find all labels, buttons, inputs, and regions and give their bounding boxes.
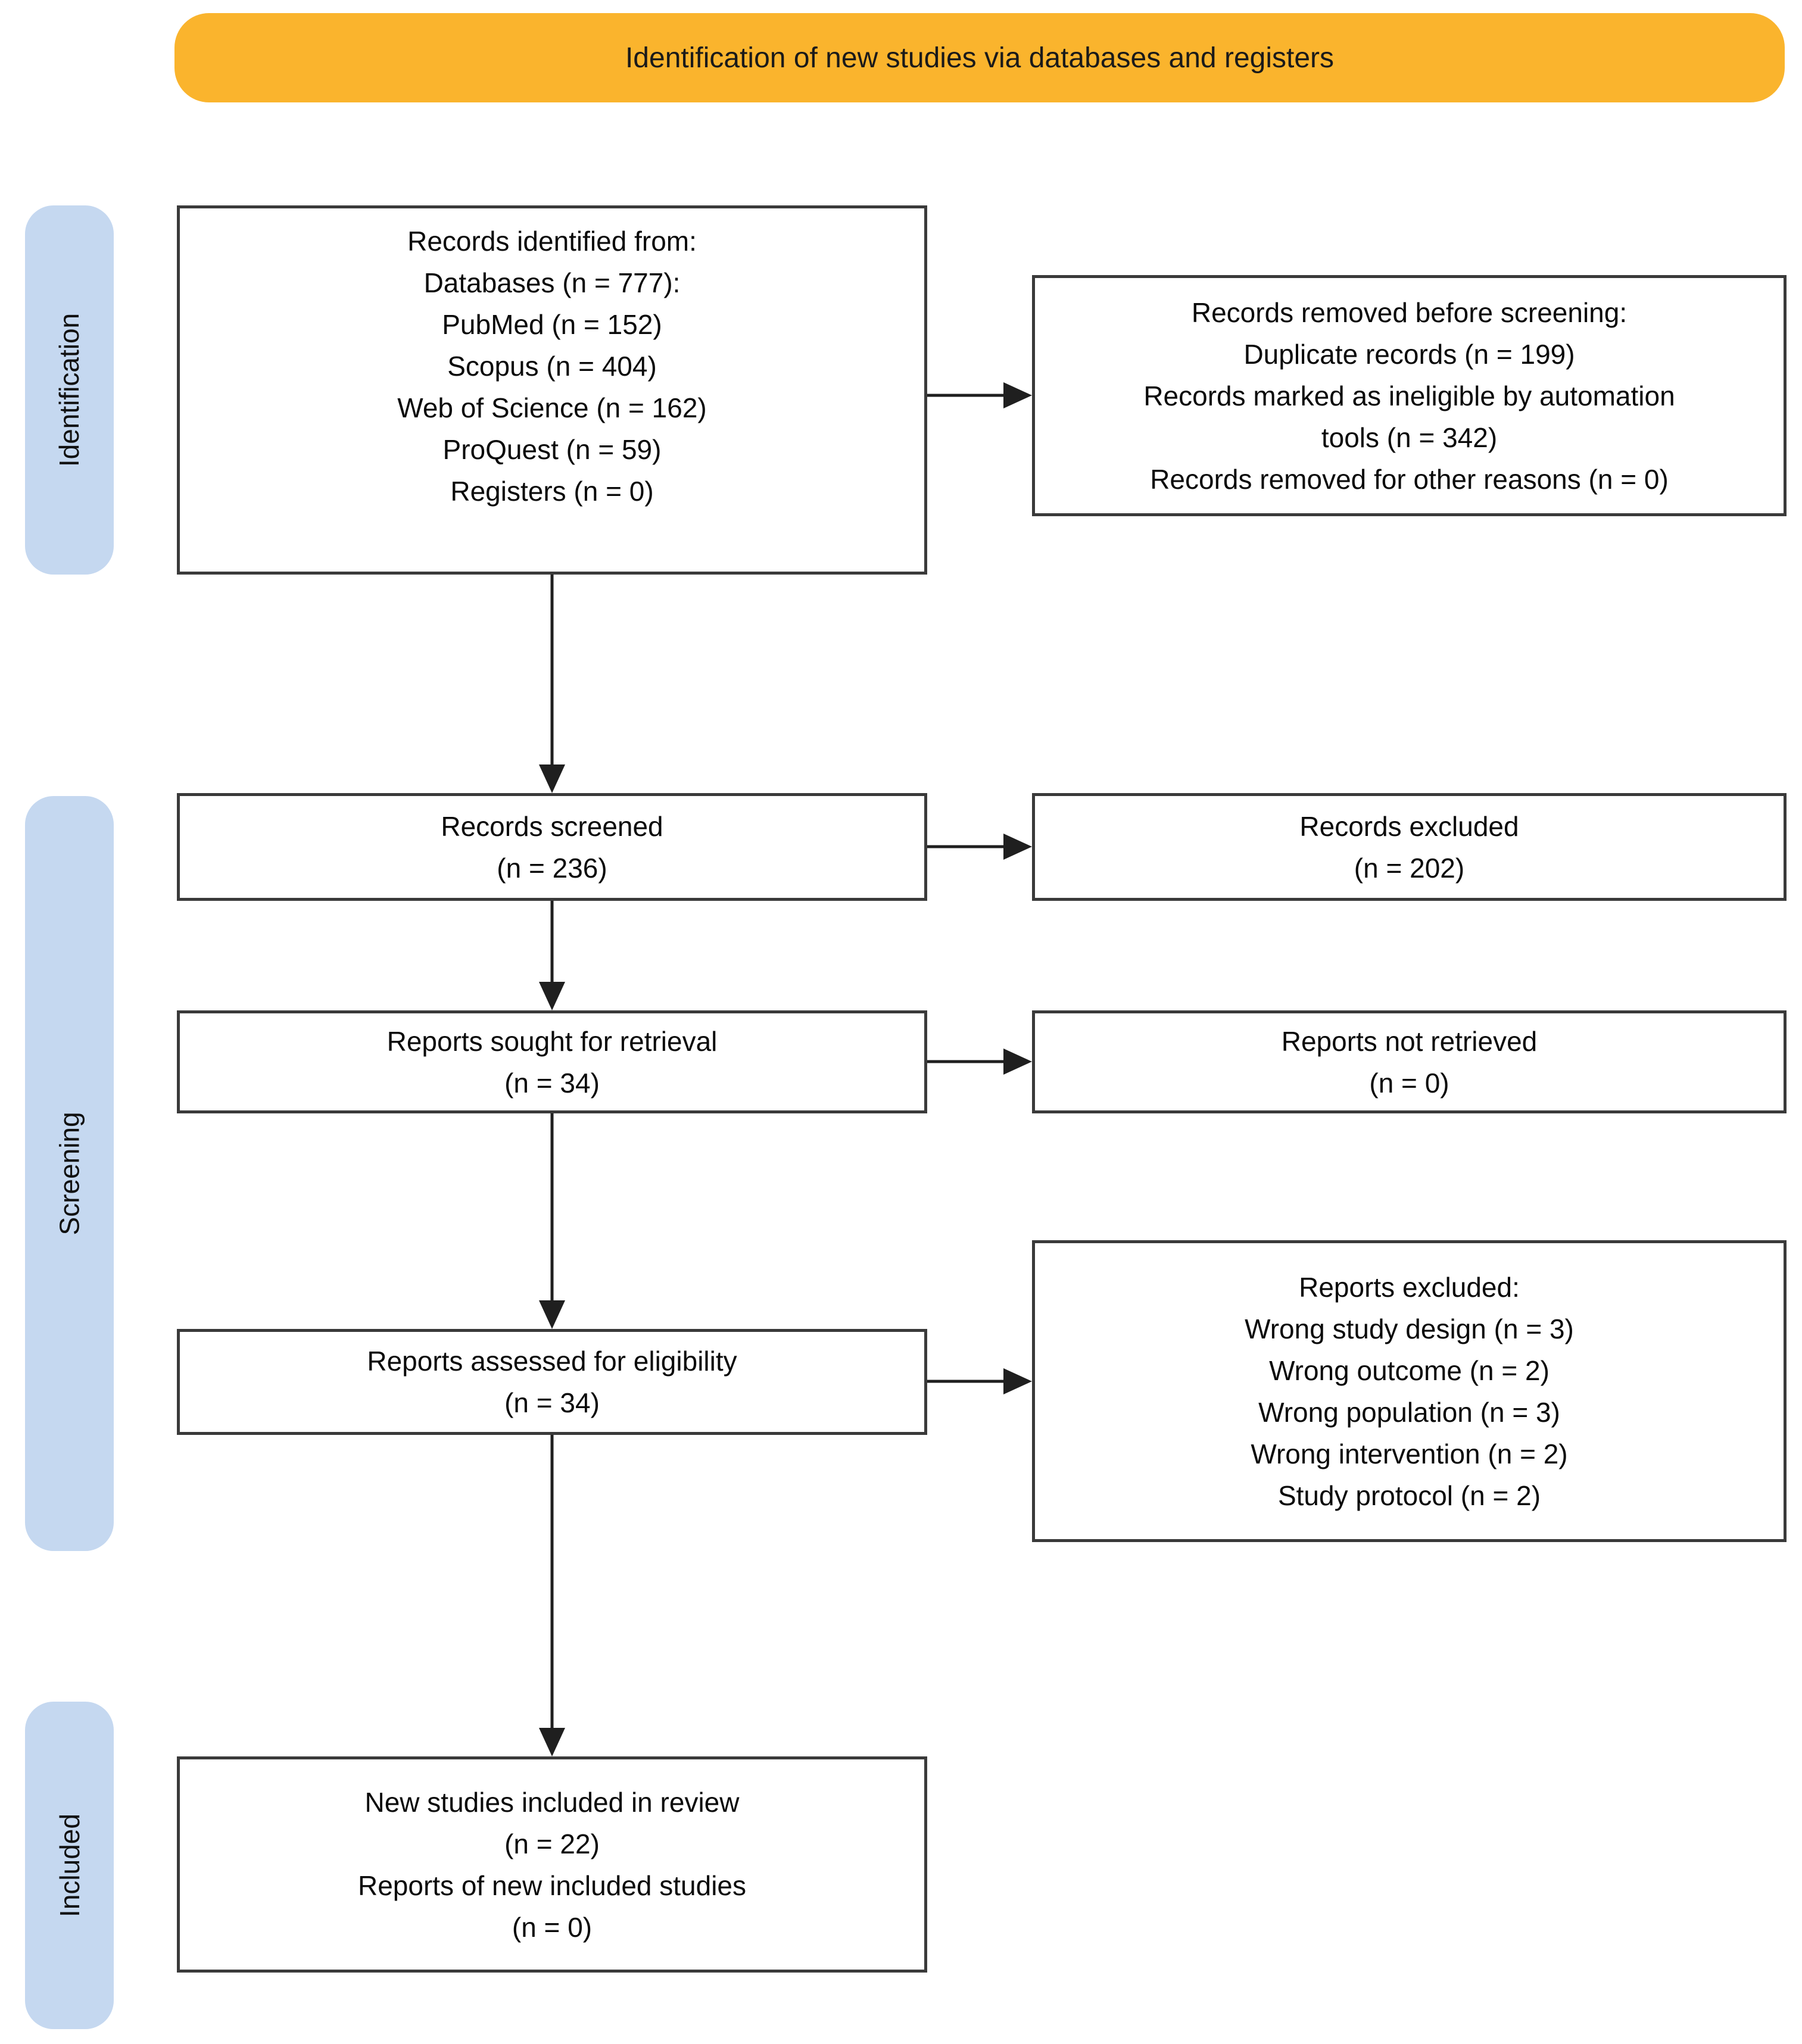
arrow-assessed-to-reports-excluded (927, 1368, 1032, 1394)
box-records-excluded: Records excluded (n = 202) (1032, 793, 1787, 901)
box-records-screened: Records screened (n = 236) (177, 793, 927, 901)
box-new-studies-included: New studies included in review (n = 22) … (177, 1756, 927, 1973)
box-records-screened-text: Records screened (n = 236) (441, 810, 663, 884)
title-banner-label: Identification of new studies via databa… (625, 42, 1335, 74)
title-banner: Identification of new studies via databa… (174, 13, 1785, 102)
stage-label-included: Included (54, 1814, 85, 1917)
stage-pill-screening: Screening (25, 796, 114, 1551)
box-records-identified-text: Records identified from: Databases (n = … (397, 226, 707, 507)
arrow-identified-to-removed (927, 382, 1032, 408)
box-reports-not-retrieved-text: Reports not retrieved (n = 0) (1281, 1025, 1538, 1099)
stage-label-screening: Screening (54, 1112, 85, 1235)
box-reports-sought: Reports sought for retrieval (n = 34) (177, 1010, 927, 1113)
box-reports-assessed-text: Reports assessed for eligibility (n = 34… (367, 1346, 737, 1418)
arrow-assessed-to-included (539, 1435, 565, 1756)
box-records-removed: Records removed before screening: Duplic… (1032, 275, 1787, 516)
box-reports-assessed: Reports assessed for eligibility (n = 34… (177, 1329, 927, 1435)
arrow-screened-to-sought (539, 901, 565, 1010)
box-records-identified: Records identified from: Databases (n = … (177, 205, 927, 575)
stage-pill-identification: Identification (25, 205, 114, 575)
stage-pill-included: Included (25, 1702, 114, 2029)
box-reports-sought-text: Reports sought for retrieval (n = 34) (386, 1025, 718, 1099)
arrow-screened-to-excluded (927, 834, 1032, 860)
arrow-identified-to-screened (539, 575, 565, 793)
box-new-studies-included-text: New studies included in review (n = 22) … (357, 1786, 747, 1943)
box-records-excluded-text: Records excluded (n = 202) (1299, 810, 1519, 884)
arrow-sought-to-assessed (539, 1113, 565, 1329)
stage-label-identification: Identification (54, 313, 85, 467)
box-reports-excluded: Reports excluded: Wrong study design (n … (1032, 1240, 1787, 1542)
arrow-sought-to-not-retrieved (927, 1048, 1032, 1075)
box-records-removed-text: Records removed before screening: Duplic… (1143, 297, 1675, 495)
box-reports-excluded-text: Reports excluded: Wrong study design (n … (1245, 1271, 1574, 1511)
box-reports-not-retrieved: Reports not retrieved (n = 0) (1032, 1010, 1787, 1113)
